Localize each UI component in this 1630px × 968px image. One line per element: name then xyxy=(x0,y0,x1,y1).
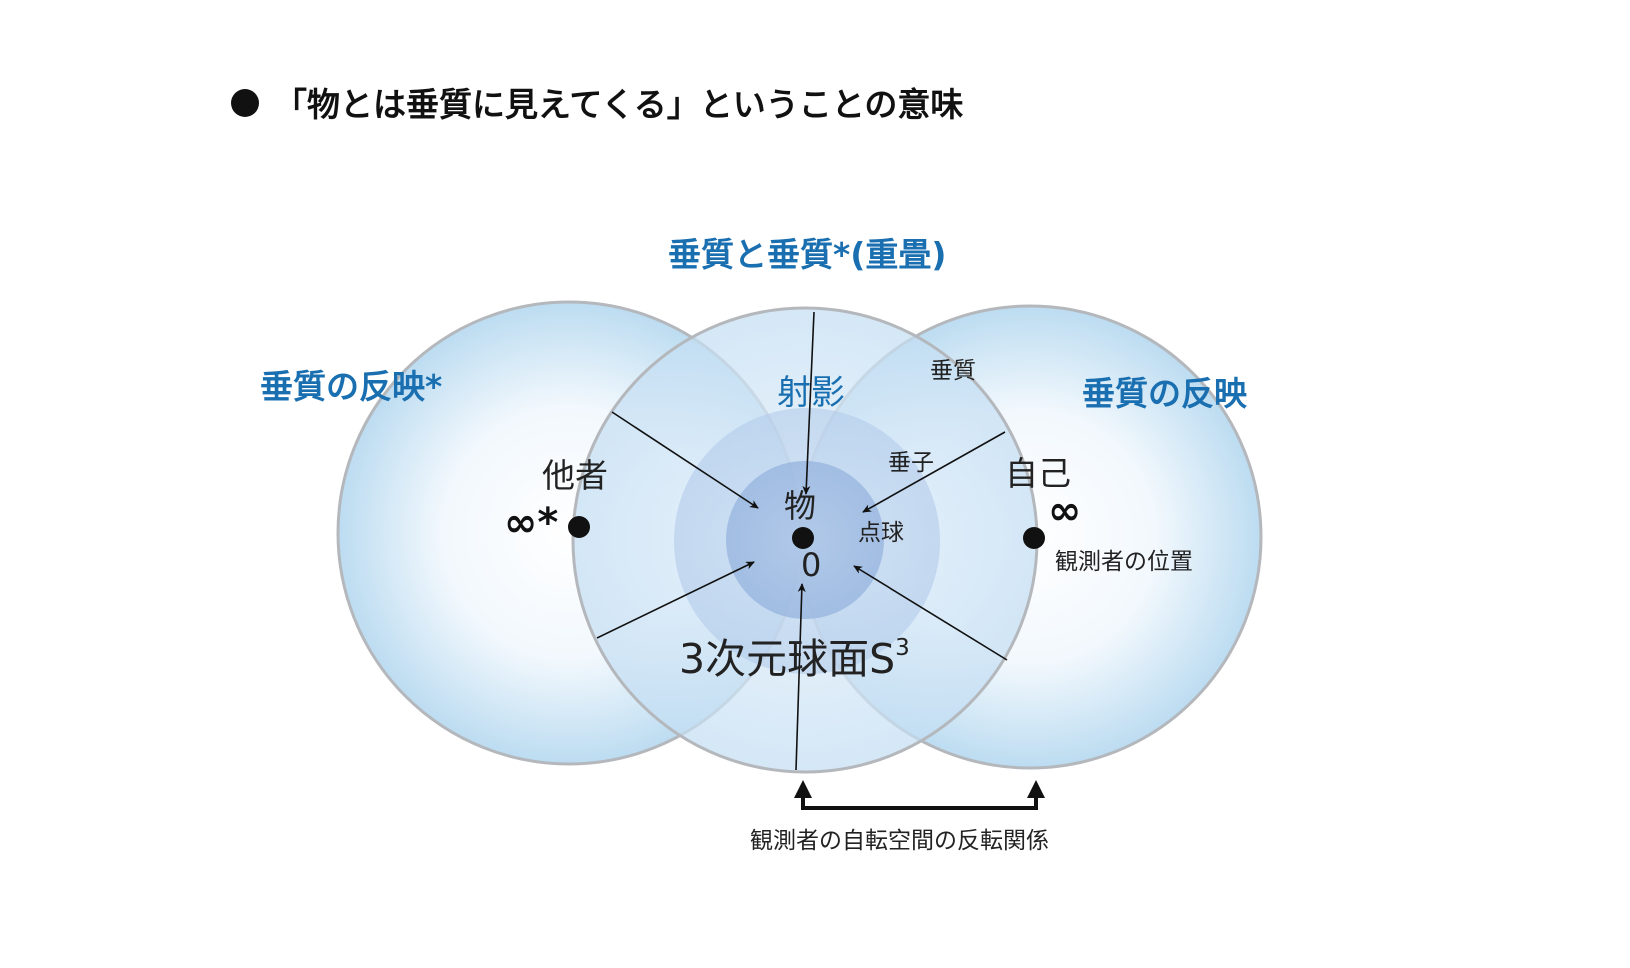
label-3-sphere: 3次元球面S3 xyxy=(679,635,910,683)
arrow-lower-right xyxy=(853,565,1008,661)
label-other: 他者 xyxy=(542,456,608,495)
relation-arrow-left-icon xyxy=(794,780,812,798)
other-dot xyxy=(568,516,590,538)
arrow-lower-left xyxy=(596,561,755,639)
label-suishi: 垂子 xyxy=(888,450,934,476)
label-zero: 0 xyxy=(801,546,821,584)
relation-arrow-right-icon xyxy=(1027,780,1045,798)
arrow-bottom-up xyxy=(795,583,806,771)
label-mono: 物 xyxy=(784,487,816,525)
observer-dot xyxy=(1023,527,1045,549)
center-dot xyxy=(792,527,814,549)
label-relation: 観測者の自転空間の反転関係 xyxy=(750,828,1049,854)
label-suishitsu: 垂質 xyxy=(930,358,976,384)
arrow-top-down xyxy=(802,311,815,495)
label-projection: 射影 xyxy=(777,373,845,413)
page-title: 「物とは垂質に見えてくる」ということの意味 xyxy=(274,85,963,124)
relation-bracket xyxy=(801,790,1038,810)
heading-superposition: 垂質と垂質*(重畳) xyxy=(668,235,946,274)
heading-reflection-star: 垂質の反映* xyxy=(260,367,442,406)
label-infinity-star: ∞* xyxy=(504,500,558,546)
label-tenkyu: 点球 xyxy=(858,520,904,546)
heading-reflection: 垂質の反映 xyxy=(1082,374,1248,413)
label-self: 自己 xyxy=(1005,454,1071,493)
title-bullet-icon xyxy=(231,89,259,117)
label-observer-position: 観測者の位置 xyxy=(1055,549,1193,575)
arrow-upper-left xyxy=(611,411,759,509)
label-infinity: ∞ xyxy=(1048,488,1081,534)
arrow-upper-right xyxy=(862,431,1006,513)
